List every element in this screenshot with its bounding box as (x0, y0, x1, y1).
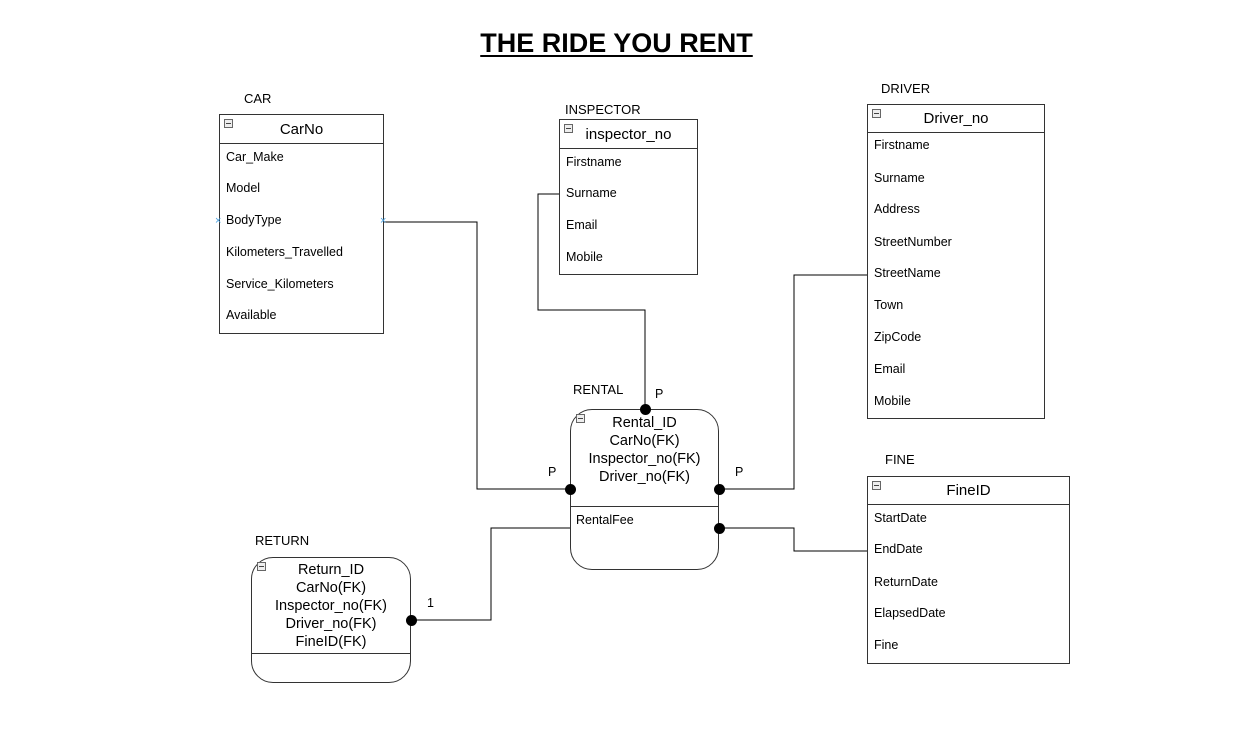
driver-entity-label: DRIVER (881, 81, 931, 96)
return-key-driver-no: Driver_no(FK) (285, 616, 377, 632)
driver-key: Driver_no (923, 110, 989, 127)
collapse-icon[interactable] (872, 481, 881, 490)
return-divider (252, 653, 410, 654)
fine-attr-fine: Fine (874, 638, 899, 652)
return-entity-label: RETURN (255, 533, 310, 548)
car-entity-header: CarNo (220, 115, 383, 144)
rental-attr-rentalfee: RentalFee (576, 513, 634, 527)
return-rental-line (411, 527, 570, 621)
driver-rental-line (719, 274, 867, 490)
car-key: CarNo (279, 121, 324, 138)
car-attr-model: Model (226, 181, 261, 195)
car-attr-car-make: Car_Make (226, 150, 284, 164)
driver-attr-firstname: Firstname (874, 138, 930, 152)
driver-attr-mobile: Mobile (874, 394, 911, 408)
rental-divider (571, 506, 718, 507)
return-entity[interactable]: Return_ID CarNo(FK) Inspector_no(FK) Dri… (251, 557, 411, 683)
connection-dot[interactable] (405, 614, 417, 626)
inspector-attr-firstname: Firstname (566, 155, 622, 169)
inspector-rental-cardinality: P (655, 387, 664, 401)
rental-entity[interactable]: Rental_ID CarNo(FK) Inspector_no(FK) Dri… (570, 409, 719, 570)
fine-key: FineID (946, 482, 991, 499)
driver-attr-zipcode: ZipCode (874, 330, 922, 344)
driver-attr-surname: Surname (874, 171, 925, 185)
driver-attr-address: Address (874, 202, 920, 216)
driver-attr-streetname: StreetName (874, 266, 941, 280)
rental-entity-label: RENTAL (573, 382, 624, 397)
connection-point-icon[interactable]: × (215, 215, 222, 227)
fine-rental-line (719, 527, 867, 552)
inspector-entity-header: inspector_no (560, 120, 697, 149)
fine-entity[interactable]: FineID StartDate EndDate ReturnDate Elap… (867, 476, 1070, 664)
fine-attr-enddate: EndDate (874, 542, 923, 556)
return-key-carno: CarNo(FK) (295, 580, 367, 596)
driver-attr-town: Town (874, 298, 904, 312)
collapse-icon[interactable] (872, 109, 881, 118)
driver-rental-cardinality: P (735, 465, 744, 479)
inspector-entity[interactable]: inspector_no Firstname Surname Email Mob… (559, 119, 698, 275)
car-entity[interactable]: CarNo Car_Make Model BodyType Kilometers… (219, 114, 384, 334)
car-attr-available: Available (226, 308, 277, 322)
collapse-icon[interactable] (224, 119, 233, 128)
inspector-attr-surname: Surname (566, 186, 617, 200)
inspector-key: inspector_no (585, 126, 672, 143)
connection-dot[interactable] (639, 403, 651, 415)
car-attr-bodytype: BodyType (226, 213, 282, 227)
return-key-return-id: Return_ID (297, 562, 365, 578)
inspector-attr-email: Email (566, 218, 598, 232)
connection-dot[interactable] (713, 483, 725, 495)
return-rental-cardinality: 1 (427, 596, 434, 610)
driver-attr-email: Email (874, 362, 906, 376)
fine-entity-label: FINE (885, 452, 915, 467)
car-attr-service-kilometers: Service_Kilometers (226, 277, 334, 291)
fine-attr-elapseddate: ElapsedDate (874, 606, 946, 620)
car-attr-kilometers-travelled: Kilometers_Travelled (226, 245, 343, 259)
car-rental-line (384, 221, 570, 490)
return-key-fineid: FineID(FK) (295, 634, 367, 650)
car-entity-label: CAR (244, 91, 272, 106)
driver-entity[interactable]: Driver_no Firstname Surname Address Stre… (867, 104, 1045, 419)
collapse-icon[interactable] (257, 562, 266, 571)
return-keys: Return_ID CarNo(FK) Inspector_no(FK) Dri… (252, 561, 410, 651)
fine-entity-header: FineID (868, 477, 1069, 505)
driver-attr-streetnumber: StreetNumber (874, 235, 952, 249)
driver-entity-header: Driver_no (868, 105, 1044, 133)
rental-key-carno: CarNo(FK) (609, 433, 680, 449)
inspector-attr-mobile: Mobile (566, 250, 603, 264)
rental-key-rental-id: Rental_ID (612, 415, 677, 431)
inspector-rental-line (537, 193, 646, 409)
rental-keys: Rental_ID CarNo(FK) Inspector_no(FK) Dri… (571, 414, 718, 486)
diagram-title: THE RIDE YOU RENT (480, 28, 753, 58)
rental-key-inspector-no: Inspector_no(FK) (588, 451, 701, 467)
collapse-icon[interactable] (564, 124, 573, 133)
collapse-icon[interactable] (576, 414, 585, 423)
car-rental-cardinality: P (548, 465, 557, 479)
connection-dot[interactable] (713, 522, 725, 534)
fine-attr-returndate: ReturnDate (874, 575, 938, 589)
connection-dot[interactable] (564, 483, 576, 495)
return-key-inspector-no: Inspector_no(FK) (274, 598, 388, 614)
inspector-entity-label: INSPECTOR (565, 102, 641, 117)
fine-attr-startdate: StartDate (874, 511, 927, 525)
rental-key-driver-no: Driver_no(FK) (598, 469, 691, 485)
connection-point-icon[interactable]: × (380, 215, 387, 227)
